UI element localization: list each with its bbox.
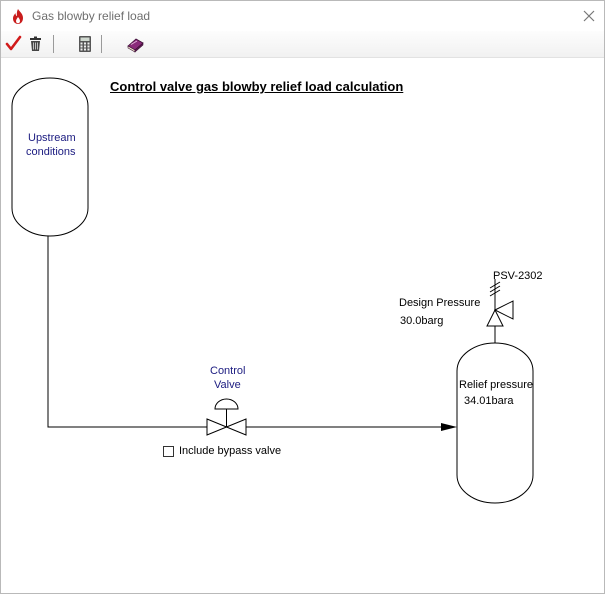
design-pressure-value[interactable]: 30.0barg	[400, 315, 444, 327]
inlet-pipe	[47, 236, 207, 428]
bypass-valve-checkbox[interactable]	[163, 446, 174, 457]
psv-body-outlet	[493, 300, 514, 320]
flow-arrow	[441, 423, 457, 431]
upstream-label-line1: Upstream	[28, 132, 76, 144]
toolbar-separator	[53, 35, 54, 53]
calculator-button[interactable]	[75, 34, 95, 54]
control-valve-label-line2: Valve	[214, 379, 241, 391]
upstream-vessel	[11, 77, 89, 237]
psv-tag-label: PSV-2302	[493, 270, 543, 282]
relief-pressure-value: 34.01bara	[464, 395, 514, 407]
upstream-label-line2: conditions	[26, 146, 76, 158]
help-button[interactable]	[125, 34, 145, 54]
delete-button[interactable]	[26, 34, 46, 54]
valve-actuator	[214, 398, 239, 410]
process-diagram	[11, 77, 534, 504]
window-title: Gas blowby relief load	[32, 9, 151, 23]
psv-spring-marks	[489, 281, 501, 297]
toolbar-separator	[101, 35, 102, 53]
title-bar: Gas blowby relief load	[1, 1, 604, 31]
toolbar	[1, 31, 604, 58]
diagram-heading: Control valve gas blowby relief load cal…	[110, 79, 404, 94]
flame-icon	[13, 9, 23, 24]
control-valve-label-line1: Control	[210, 365, 246, 377]
psv-body-lower	[486, 308, 504, 327]
calculator-icon	[79, 36, 91, 52]
design-pressure-label: Design Pressure	[399, 297, 481, 309]
confirm-button[interactable]	[5, 34, 25, 54]
close-icon	[583, 10, 595, 22]
bypass-valve-label: Include bypass valve	[179, 445, 282, 457]
relief-vessel	[456, 342, 534, 504]
trash-icon	[30, 36, 41, 51]
close-button[interactable]	[576, 4, 602, 28]
help-book-icon	[127, 38, 144, 53]
relief-pressure-label: Relief pressure	[459, 379, 533, 391]
checkmark-icon	[5, 35, 22, 51]
diagram-canvas: Control valve gas blowby relief load cal…	[1, 58, 604, 593]
